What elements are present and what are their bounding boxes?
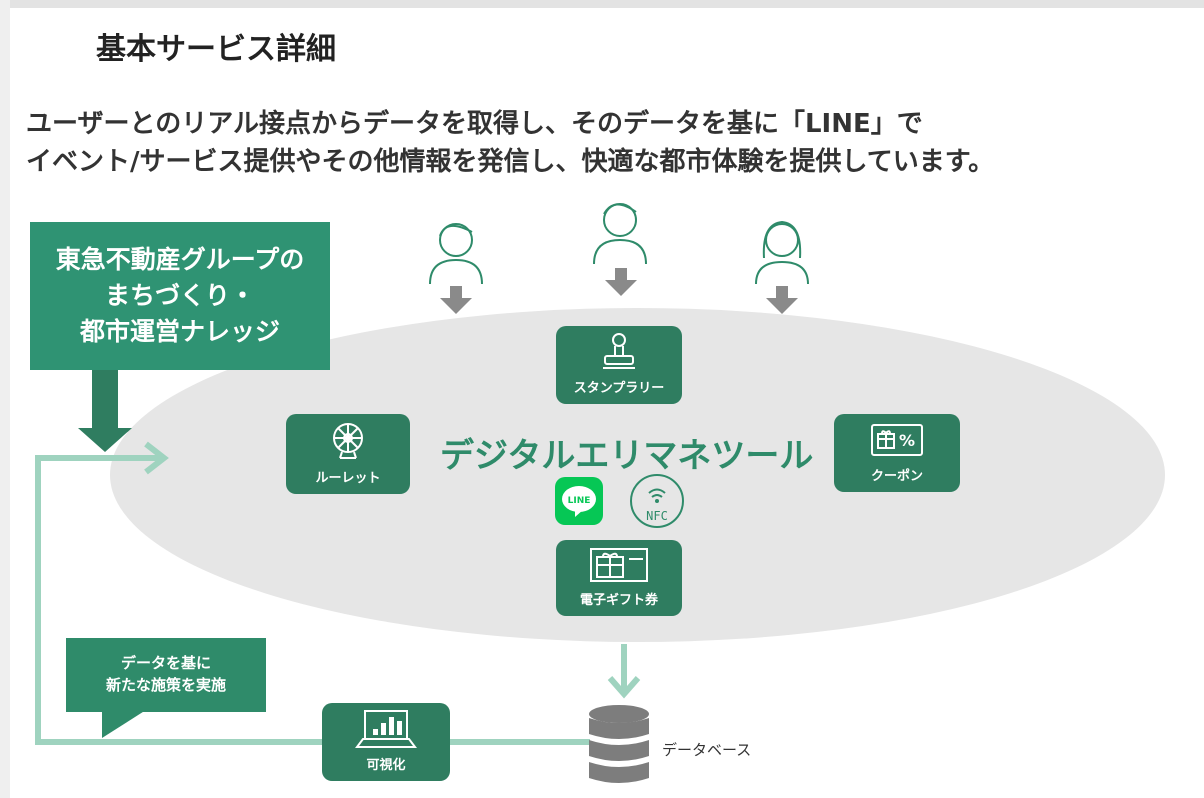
knowhow-line-1: 東急不動産グループの <box>55 245 305 274</box>
left-border <box>0 0 10 798</box>
gift-icon <box>590 547 648 582</box>
knowhow-box: 東急不動産グループの まちづくり・ 都市運営ナレッジ <box>30 222 330 370</box>
user-icon <box>429 223 483 285</box>
tool-name: デジタルエリマネツール <box>440 436 814 476</box>
user-icon <box>593 203 647 265</box>
knowhow-arrow-shaft <box>92 370 118 430</box>
stamp-rally-tile: スタンプラリー <box>556 326 682 404</box>
subtitle-line-1: ユーザーとのリアル接点からデータを取得し、そのデータを基に「LINE」で <box>26 109 923 139</box>
database-icon <box>589 705 649 783</box>
ellipse-db-arrow-head <box>607 676 641 699</box>
nfc-icon: NFC <box>630 474 684 528</box>
gift-label: 電子ギフト券 <box>579 593 658 608</box>
visualize-label: 可視化 <box>366 758 406 773</box>
callout-tail <box>102 710 146 738</box>
line-logo-text: LINE <box>568 496 591 506</box>
knowhow-line-3: 都市運営ナレッジ <box>79 317 280 346</box>
top-border <box>0 0 1204 8</box>
roulette-icon <box>333 422 363 459</box>
feedback-loop-line <box>35 455 322 745</box>
subtitle: ユーザーとのリアル接点からデータを取得し、そのデータを基に「LINE」で イベン… <box>26 105 994 181</box>
user-icon <box>755 220 809 285</box>
page-title: 基本サービス詳細 <box>96 32 336 67</box>
coupon-icon: % <box>871 423 923 456</box>
knowhow-arrow-head <box>78 428 132 452</box>
stamp-rally-label: スタンプラリー <box>573 381 665 396</box>
down-arrow-icon <box>440 286 472 314</box>
visualize-tile: 可視化 <box>322 703 450 781</box>
coupon-tile: % クーポン <box>834 414 960 492</box>
stamp-icon <box>603 332 635 369</box>
down-arrow-icon <box>766 286 798 314</box>
subtitle-line-2: イベント/サービス提供やその他情報を発信し、快適な都市体験を提供しています。 <box>26 147 995 177</box>
database-label: データベース <box>662 741 752 759</box>
roulette-tile: ルーレット <box>286 414 410 494</box>
callout-line-2: 新たな施策を実施 <box>105 676 226 694</box>
roulette-label: ルーレット <box>315 471 381 486</box>
knowhow-line-2: まちづくり・ <box>104 281 255 310</box>
callout-line-1: データを基に <box>120 654 211 672</box>
feedback-arrow-head <box>144 441 169 475</box>
down-arrow-icon <box>605 268 637 296</box>
chart-icon <box>355 709 417 748</box>
coupon-label: クーポン <box>870 469 923 484</box>
nfc-label: NFC <box>646 509 668 523</box>
callout-box: データを基に 新たな施策を実施 <box>66 638 266 712</box>
line-logo-icon: LINE <box>555 477 603 525</box>
svg-text:%: % <box>899 431 915 450</box>
gift-tile: 電子ギフト券 <box>556 540 682 616</box>
